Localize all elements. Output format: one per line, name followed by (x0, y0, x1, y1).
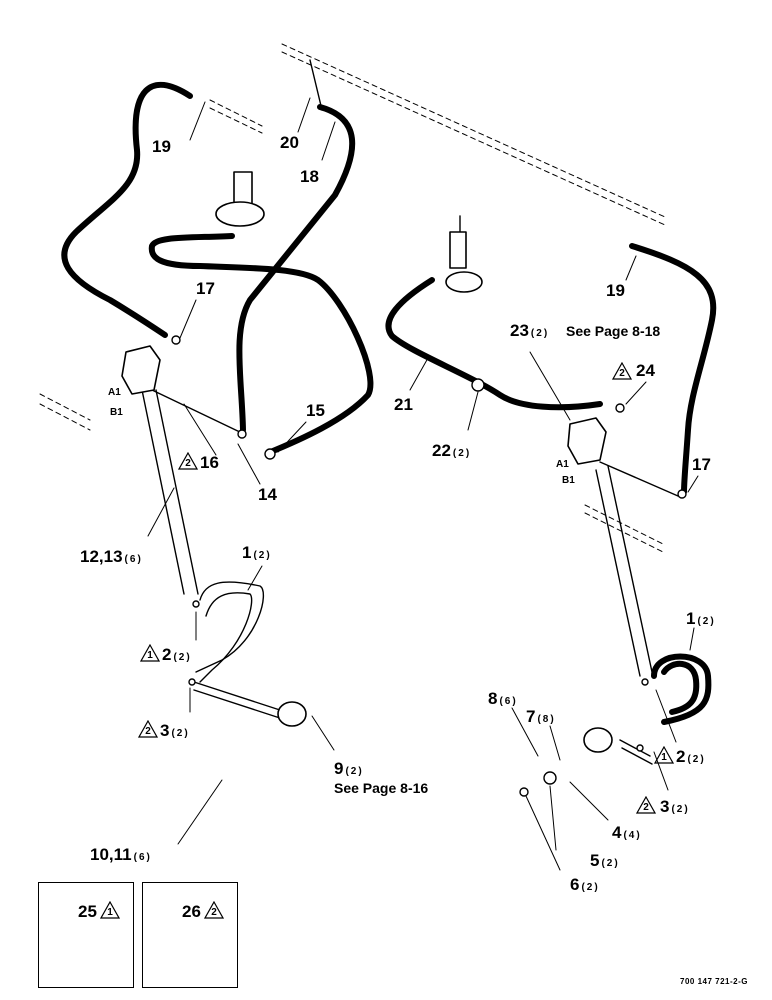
note-flag-2-callout-16: 2 (178, 452, 198, 470)
callout-21: 21 (394, 395, 413, 414)
callout-3-left: 3(2) (160, 721, 190, 740)
hose-21 (385, 277, 603, 411)
callout-20: 20 (280, 133, 299, 152)
o-ring-box-26 (142, 882, 238, 988)
port-label-a1-right: A1 (556, 459, 569, 470)
callout-19-left: 19 (152, 137, 171, 156)
callout-17-left: 17 (196, 279, 215, 298)
note-flag-2-callout-26: 2 (204, 901, 224, 919)
right-hoses (385, 243, 717, 725)
callout-3-right: 3(2) (660, 797, 690, 816)
callout-5: 5(2) (590, 851, 620, 870)
callout-15: 15 (306, 401, 325, 420)
hose-18 (236, 104, 356, 433)
fittings (171, 335, 687, 797)
callout-1-left: 1(2) (242, 543, 272, 562)
drawing-reference-number: 700 147 721-2-G (680, 977, 748, 986)
callout-1-right: 1(2) (686, 609, 716, 628)
o-ring-box-25 (38, 882, 134, 988)
leader-lines (67, 97, 699, 949)
port-label-a1-left: A1 (108, 387, 121, 398)
callout-24: 24 (636, 361, 655, 380)
port-label-b1-right: B1 (562, 475, 575, 486)
callout-16: 16 (200, 453, 219, 472)
note-see-page-8-18: See Page 8-18 (566, 323, 661, 339)
callout-2-left: 2(2) (162, 645, 192, 664)
callout-19-right: 19 (606, 281, 625, 300)
note-flag-1-callout-2-left: 1 (140, 644, 160, 662)
note-flag-2-callout-24: 2 (612, 362, 632, 380)
callout-2-right: 2(2) (676, 747, 706, 766)
valves (121, 171, 613, 753)
hose-19-left (61, 82, 193, 338)
callout-18: 18 (300, 167, 319, 186)
callout-23: 23(2) (510, 321, 550, 340)
callout-6: 6(2) (570, 875, 600, 894)
note-flag-2-callout-3-left: 2 (138, 720, 158, 738)
callout-14: 14 (258, 485, 277, 504)
callout-25: 25 (78, 902, 97, 921)
note-flag-2-callout-3-right: 2 (636, 796, 656, 814)
port-label-b1-left: B1 (110, 407, 123, 418)
frame-dashed-lines (39, 43, 666, 554)
hose-15 (148, 233, 374, 456)
note-see-page-8-16: See Page 8-16 (334, 780, 429, 796)
hose-19-right (629, 243, 717, 495)
note-flag-1-callout-25: 1 (100, 901, 120, 919)
callout-10-11: 10,11(6) (90, 845, 152, 864)
callout-26: 26 (182, 902, 201, 921)
callout-12-13: 12,13(6) (80, 547, 143, 566)
hose-1-right (651, 653, 712, 725)
callout-22: 22(2) (432, 441, 472, 460)
steel-lines (141, 59, 679, 765)
note-flag-1-callout-2-right: 1 (654, 746, 674, 764)
callout-9: 9(2) (334, 759, 364, 778)
callout-17-right: 17 (692, 455, 711, 474)
callout-4: 4(4) (612, 823, 642, 842)
left-hoses (61, 82, 374, 456)
callout-7: 7(8) (526, 707, 556, 726)
callout-8: 8(6) (488, 689, 518, 708)
